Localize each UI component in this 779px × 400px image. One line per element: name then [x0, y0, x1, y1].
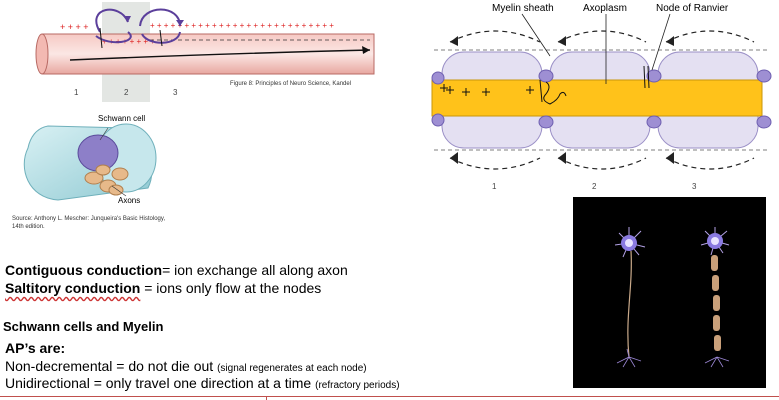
contiguous-conduction-line: Contiguous conduction= ion exchange all … [5, 262, 348, 278]
saltatory-conduction-diagram [431, 13, 772, 170]
neuron-image [573, 197, 766, 388]
bottom-divider-tick [266, 396, 267, 400]
non-decremental-text: Non-decremental = do not die out [5, 358, 218, 374]
unidirectional-line: Unidirectional = only travel one directi… [5, 375, 400, 391]
saltatory-conduction-figure: Myelin sheath Axoplasm Node of Ranvier 1… [430, 0, 775, 195]
saltatory-label-1: 1 [492, 182, 497, 191]
non-decremental-line: Non-decremental = do not die out (signal… [5, 358, 367, 374]
saltatory-term: Saltitory conduction [5, 280, 141, 296]
bottom-divider [0, 396, 779, 397]
axons-label: Axons [118, 196, 141, 205]
schwann-source-line1: Source: Anthony L. Mescher: Junqueira's … [12, 216, 166, 222]
non-decremental-note: (signal regenerates at each node) [217, 363, 367, 374]
contiguous-term: Contiguous conduction [5, 262, 163, 278]
neuron-illustration [614, 227, 730, 368]
axoplasm-label: Axoplasm [583, 3, 627, 14]
schwann-source-line2: 14th edition. [12, 224, 45, 230]
unidirectional-note: (refractory periods) [315, 380, 400, 391]
schwann-cell-label: Schwann cell [98, 114, 146, 123]
continuous-label-3: 3 [173, 88, 178, 97]
continuous-conduction-diagram: + + + + + + + + + + + + + + + + + + + + … [35, 2, 375, 102]
continuous-caption: Figure 8: Principles of Neuro Science, K… [230, 81, 352, 87]
continuous-conduction-figure: + + + + + + + + + + + + + + + + + + + + … [30, 2, 380, 102]
svg-text:+ + + + + + + +: + + + + + + + + [102, 37, 155, 46]
unidirectional-text: Unidirectional = only travel one directi… [5, 375, 316, 391]
svg-text:+ + + + + + + + + + + + + + +: + + + + + + + + + + + + + + + + + + + + … [150, 21, 334, 30]
schwann-heading: Schwann cells and Myelin [3, 319, 164, 334]
myelin-sheath-label: Myelin sheath [492, 3, 554, 14]
schwann-cell-figure: Schwann cell Axons Source: Anthony L. Me… [8, 108, 208, 236]
saltatory-definition: = ions only flow at the nodes [140, 280, 322, 296]
saltatory-conduction-line: Saltitory conduction = ions only flow at… [5, 280, 321, 296]
aps-heading: AP’s are: [5, 340, 66, 356]
saltatory-label-3: 3 [692, 182, 697, 191]
svg-text:+ + + +: + + + + [60, 22, 89, 32]
schwann-cell-drawing [23, 123, 157, 201]
node-of-ranvier-label: Node of Ranvier [656, 3, 729, 14]
continuous-label-2: 2 [124, 88, 129, 97]
continuous-label-1: 1 [74, 88, 79, 97]
contiguous-definition: = ion exchange all along axon [162, 262, 348, 278]
saltatory-label-2: 2 [592, 182, 597, 191]
